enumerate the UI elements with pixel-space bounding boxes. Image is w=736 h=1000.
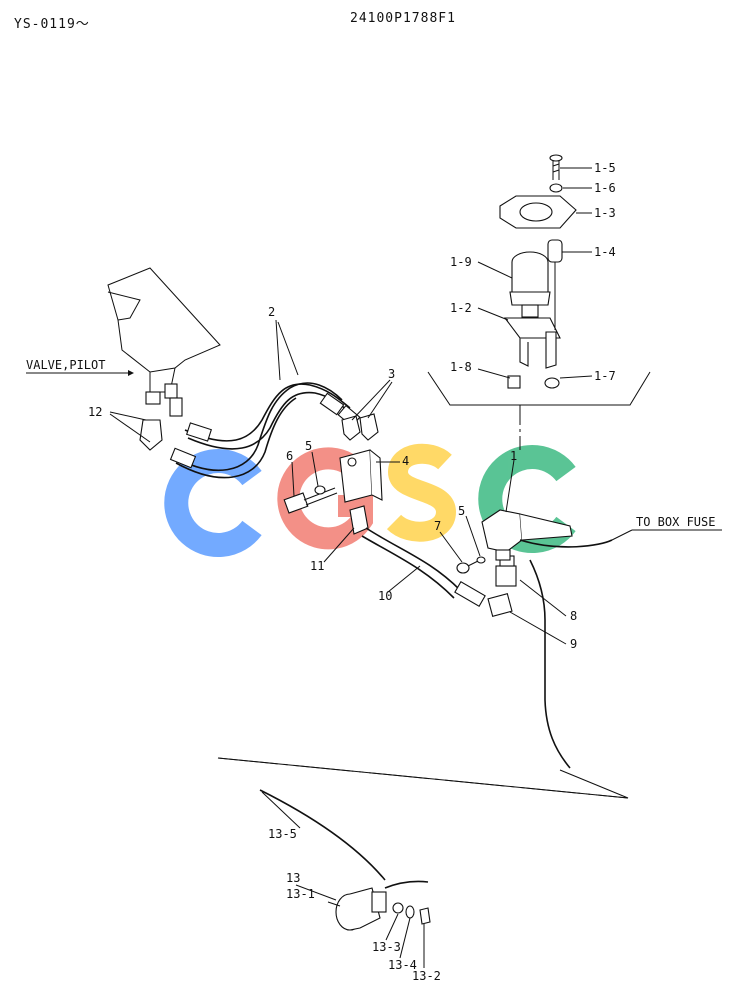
fitting-9: [487, 593, 513, 617]
label-valve-pilot: VALVE,PILOT: [26, 358, 105, 372]
label-part-1-3: 1-3: [594, 206, 616, 220]
header-part-number: 24100P1788F1: [350, 11, 456, 26]
detail-bracket: [427, 371, 651, 450]
leader-to-box-fuse: [611, 529, 633, 541]
label-part-7: 7: [434, 519, 441, 533]
switch-exploded: [499, 154, 577, 389]
label-part-13-5: 13-5: [268, 827, 297, 841]
label-part-6: 6: [286, 449, 293, 463]
label-part-13-3: 13-3: [372, 940, 401, 954]
header-model-code: YS-0119～: [14, 17, 90, 32]
leader-lines: [109, 167, 593, 968]
label-part-1-9: 1-9: [450, 255, 472, 269]
screw-7: [456, 556, 486, 574]
label-part-11: 11: [310, 559, 324, 573]
label-part-1-7: 1-7: [594, 369, 616, 383]
label-part-8: 8: [570, 609, 577, 623]
label-part-2: 2: [268, 305, 275, 319]
label-part-1-8: 1-8: [450, 360, 472, 374]
label-part-12: 12: [88, 405, 102, 419]
label-part-1-2: 1-2: [450, 301, 472, 315]
bolt-and-washer: [283, 485, 338, 514]
watermark-c-blue: [164, 449, 262, 557]
watermark-c-green: [478, 445, 576, 553]
label-part-13-4: 13-4: [388, 958, 417, 972]
label-part-5b: 5: [458, 504, 465, 518]
label-part-1-5: 1-5: [594, 161, 616, 175]
watermark-logo: [164, 443, 576, 557]
lamp-bracket: [217, 757, 629, 881]
label-part-1: 1: [510, 449, 517, 463]
label-part-5a: 5: [305, 439, 312, 453]
watermark-s-yellow: [386, 443, 457, 542]
lamp: [335, 880, 431, 931]
part-labels: VALVE,PILOT TO BOX FUSE 1-5 1-6 1-3 1-4 …: [26, 161, 715, 983]
pilot-valve: [107, 267, 221, 451]
elbow-fittings: [341, 413, 379, 441]
label-part-4: 4: [402, 454, 409, 468]
label-part-3: 3: [388, 367, 395, 381]
manifold-block: [339, 449, 383, 503]
label-part-13: 13: [286, 871, 300, 885]
label-part-1-6: 1-6: [594, 181, 616, 195]
wire-to-fuse: [519, 539, 613, 548]
label-part-13-2: 13-2: [412, 969, 441, 983]
label-part-9: 9: [570, 637, 577, 651]
label-part-10: 10: [378, 589, 392, 603]
pressure-switch: [481, 509, 573, 561]
label-to-box-fuse: TO BOX FUSE: [636, 515, 715, 529]
label-part-1-4: 1-4: [594, 245, 616, 259]
label-part-13-1: 13-1: [286, 887, 315, 901]
wire-down: [529, 559, 571, 769]
hose-10: [349, 505, 486, 607]
